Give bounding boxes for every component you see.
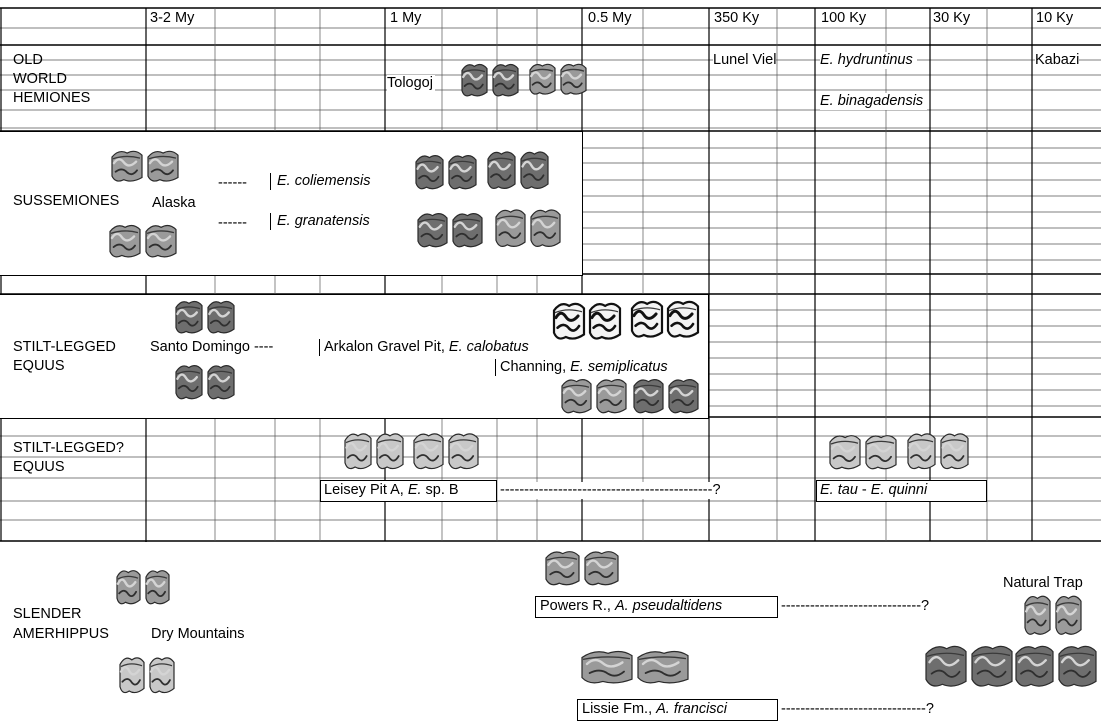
tau-quinni-box [816, 480, 987, 502]
site-arkalon: Arkalon Gravel Pit, E. calobatus [319, 339, 529, 356]
group-label-old-world-3: HEMIONES [13, 90, 91, 106]
species-e-granatensis: E. granatensis [270, 213, 370, 230]
tooth-image-tau-1 [826, 432, 898, 472]
tooth-image-natural-trap-1 [1021, 592, 1083, 638]
tooth-image-leisey-1 [341, 430, 405, 472]
site-natural-trap: Natural Trap [1003, 575, 1083, 591]
tooth-image-granatensis-1 [414, 210, 484, 250]
tooth-image-channing-2 [630, 376, 700, 416]
lissie-box [577, 699, 778, 721]
group-label-slender-2: AMERHIPPUS [13, 626, 109, 642]
time-label-100ky: 100 Ky [821, 10, 867, 26]
tooth-image-dry-mountains-2 [116, 654, 176, 696]
species-e-hydruntinus: E. hydruntinus [820, 52, 917, 69]
dashes-lissie: ------------------------------? [781, 701, 934, 717]
powers-box [535, 596, 778, 618]
tooth-image-dry-mountains-1 [113, 567, 171, 607]
group-label-old-world-1: OLD [13, 52, 43, 68]
tooth-image-coliemensis-1 [412, 152, 478, 192]
species-e-coliemensis: E. coliemensis [270, 173, 370, 190]
site-powers: Powers R., A. pseudaltidens [540, 598, 723, 614]
tooth-image-alaska-1 [108, 148, 180, 184]
group-label-stilt-q-1: STILT-LEGGED? [13, 440, 124, 456]
site-lunel-viel: Lunel Viel [713, 52, 777, 69]
group-label-stilt-2: EQUUS [13, 358, 65, 374]
dashes-leisey-to-tau: ----------------------------------------… [500, 482, 721, 499]
tooth-image-santo-domingo-1 [172, 298, 236, 336]
site-santo-domingo: Santo Domingo ---- [150, 339, 274, 355]
time-label-0-5my: 0.5 My [588, 10, 632, 26]
time-label-1my: 1 My [390, 10, 422, 26]
time-label-10ky: 10 Ky [1036, 10, 1074, 26]
species-e-tau-quinni: E. tau - E. quinni [820, 482, 928, 498]
dashes-coliemensis: ------ [218, 175, 247, 191]
time-label-350ky: 350 Ky [714, 10, 760, 26]
tooth-image-channing-1 [558, 376, 628, 416]
site-channing: Channing, E. semiplicatus [495, 359, 668, 376]
group-label-sussemiones: SUSSEMIONES [13, 193, 120, 209]
site-lissie: Lissie Fm., A. francisci [582, 701, 728, 717]
time-label-30ky: 30 Ky [933, 10, 971, 26]
tooth-image-natural-trap-2 [922, 642, 1014, 690]
group-label-slender-1: SLENDER [13, 606, 82, 622]
dashes-powers: -----------------------------? [781, 598, 930, 614]
tooth-image-tologoj-1 [458, 61, 520, 99]
site-alaska: Alaska [152, 195, 196, 211]
tooth-image-natural-trap-3 [1012, 642, 1098, 690]
tooth-image-leisey-2 [410, 430, 480, 472]
species-e-binagadensis: E. binagadensis [820, 93, 928, 110]
group-label-old-world-2: WORLD [13, 71, 67, 87]
tooth-image-powers [542, 548, 620, 588]
site-kabazi: Kabazi [1035, 52, 1080, 69]
tooth-image-alaska-2 [106, 222, 178, 260]
tooth-image-granatensis-2 [492, 206, 562, 250]
tooth-image-tau-2 [904, 430, 970, 472]
site-tologoj: Tologoj [387, 75, 435, 92]
site-leisey-pit: Leisey Pit A, E. sp. B [324, 482, 459, 498]
tooth-image-coliemensis-2 [484, 148, 550, 192]
tooth-image-arkalon-1 [550, 300, 622, 342]
tooth-image-tologoj-2 [526, 61, 588, 97]
tooth-image-santo-domingo-2 [172, 362, 236, 402]
time-label-3-2my: 3-2 My [150, 10, 195, 26]
leisey-pit-box [320, 480, 497, 502]
tooth-image-arkalon-2 [628, 298, 700, 340]
site-dry-mountains: Dry Mountains [151, 626, 245, 642]
dashes-granatensis: ------ [218, 215, 247, 231]
group-label-stilt-q-2: EQUUS [13, 459, 65, 475]
group-label-stilt-1: STILT-LEGGED [13, 339, 116, 355]
tooth-image-lissie [578, 648, 690, 686]
sussemiones-box [0, 131, 583, 276]
